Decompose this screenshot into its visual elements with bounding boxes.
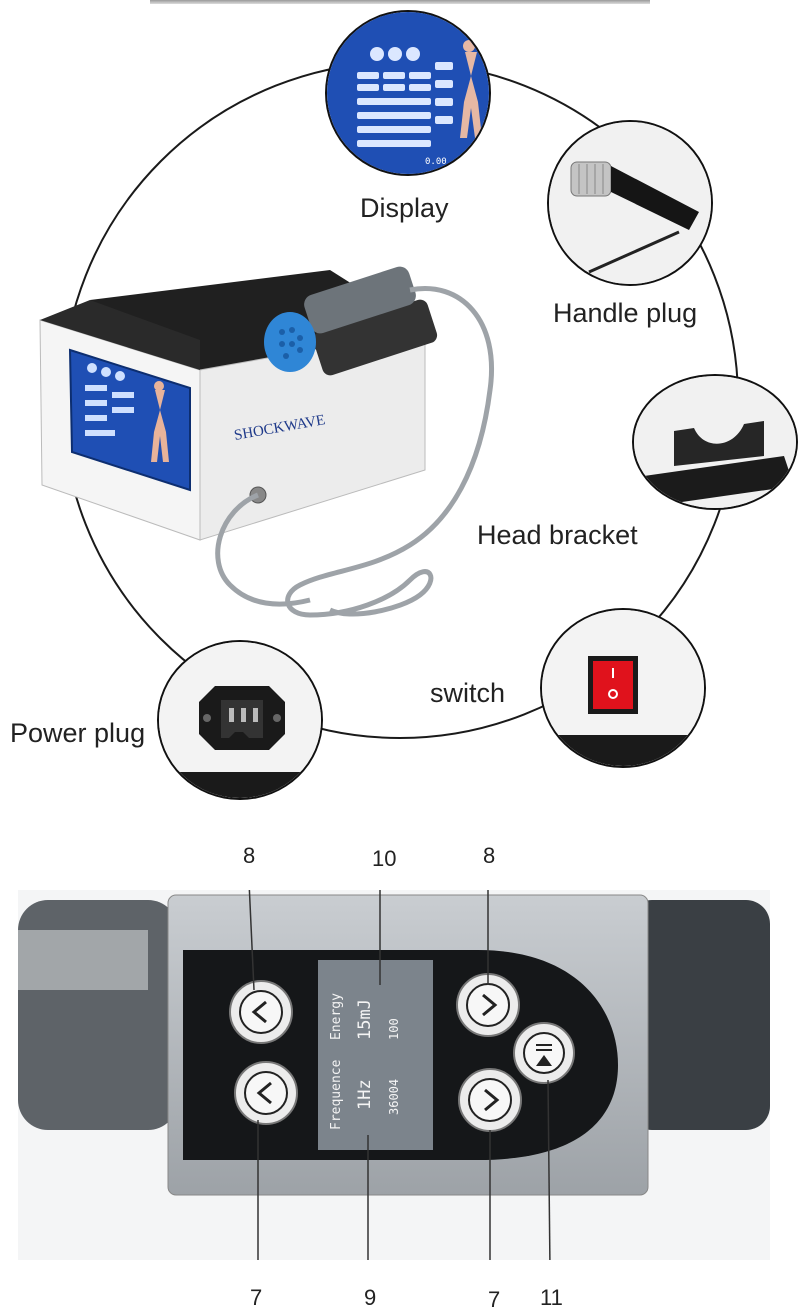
callout-number-top-center: 10 xyxy=(372,846,397,871)
handle-plug-inset xyxy=(547,120,713,286)
chevron-left-icon xyxy=(251,1000,267,1024)
lcd-count: 36004 xyxy=(387,1079,401,1115)
shockwave-device: SHOCKWAVE xyxy=(39,266,494,618)
callout-display: Display xyxy=(360,193,449,223)
chevron-left-icon xyxy=(256,1081,272,1105)
right-arrow-button-top[interactable] xyxy=(456,973,520,1037)
top-divider-bar xyxy=(150,0,650,4)
play-icon xyxy=(536,1055,552,1066)
power-plug-inset xyxy=(157,640,323,800)
callout-number-bottom-2: 9 xyxy=(364,1285,377,1310)
lcd-energy-label: Energy xyxy=(329,993,344,1040)
chevron-right-icon xyxy=(484,1088,500,1112)
callout-number-bottom-1: 7 xyxy=(250,1285,263,1310)
lcd-frequency-value: 1Hz xyxy=(355,1079,375,1110)
callout-power-plug: Power plug xyxy=(10,718,146,748)
display-screen-image: 0.00 xyxy=(327,12,489,174)
power-plug-image xyxy=(159,642,321,798)
head-bracket-inset xyxy=(632,374,798,510)
callout-head-bracket: Head bracket xyxy=(477,520,638,550)
lcd-energy-value: 15mJ xyxy=(355,999,375,1040)
left-arrow-button-top[interactable] xyxy=(229,980,293,1044)
switch-inset xyxy=(540,608,706,768)
right-arrow-button-bottom[interactable] xyxy=(458,1068,522,1132)
chevron-right-icon xyxy=(482,993,498,1017)
callout-number-bottom-3: 7 xyxy=(488,1287,501,1310)
display-time-readout: 0.00 xyxy=(425,157,447,167)
left-arrow-button-bottom[interactable] xyxy=(234,1061,298,1125)
callout-number-bottom-4: 11 xyxy=(540,1285,563,1310)
callout-number-top-right: 8 xyxy=(483,843,496,868)
callout-switch: switch xyxy=(430,678,506,708)
lcd-frequency-label: Frequence xyxy=(329,1059,344,1130)
switch-image xyxy=(542,610,704,766)
head-bracket-image xyxy=(634,376,796,508)
start-stop-button[interactable] xyxy=(513,1022,575,1084)
callout-handle-plug: Handle plug xyxy=(553,298,698,328)
lcd-energy-extra: 100 xyxy=(387,1018,401,1040)
handle-plug-image xyxy=(549,122,711,284)
handpiece-closeup: Energy 15mJ 100 Frequence 1Hz 36004 xyxy=(18,890,770,1260)
display-inset: 0.00 xyxy=(325,10,491,176)
callout-number-top-left: 8 xyxy=(243,843,256,868)
